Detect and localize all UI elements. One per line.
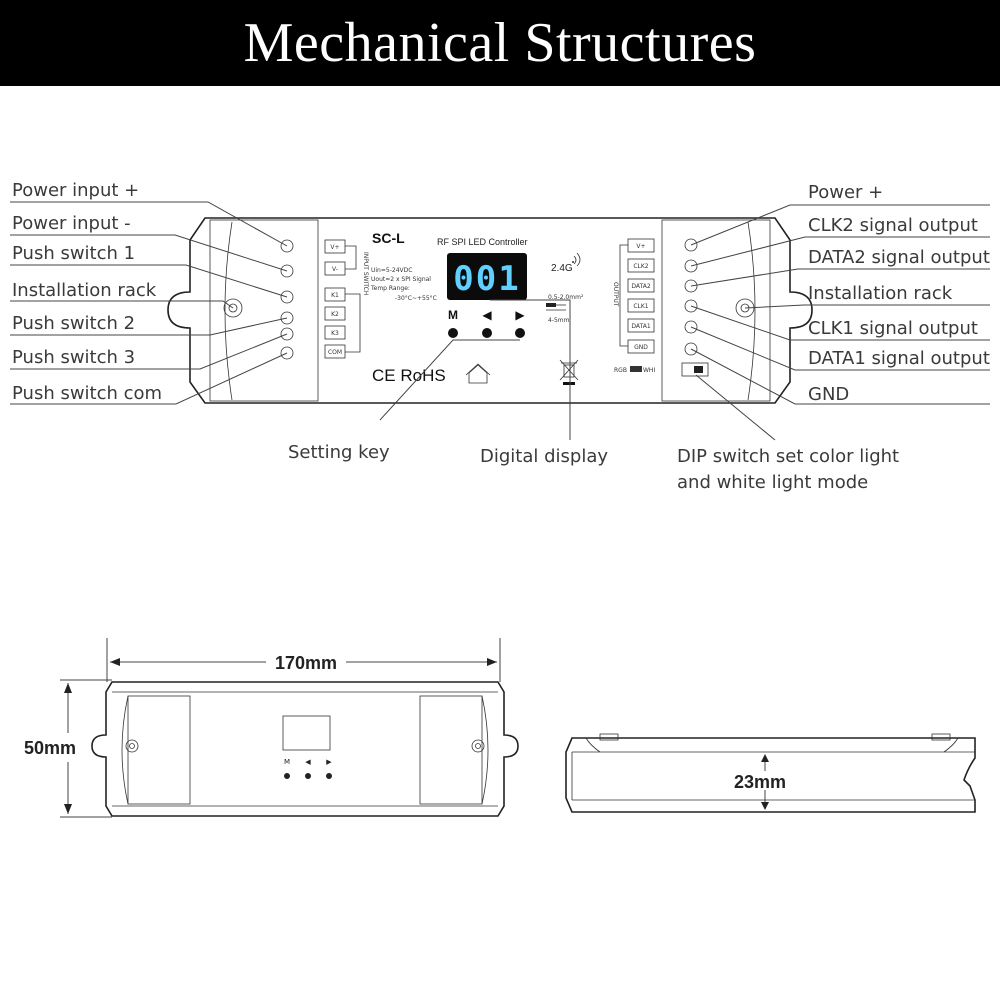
side-view: 23mm [565, 733, 976, 813]
page-title: Mechanical Structures [243, 12, 757, 74]
label-power-input-minus: Power input - [12, 213, 131, 234]
key-label: ◀ [482, 308, 492, 322]
device-body [167, 217, 813, 404]
digital-display [447, 253, 527, 300]
wire-spec: 4-5mm [548, 317, 570, 324]
spec-line: -30°C~+55°C [395, 295, 437, 302]
label-digital-display: Digital display [480, 446, 608, 467]
front-key-button [305, 773, 311, 779]
wire-spec: 0.5-2.0mm² [548, 294, 584, 301]
spec-line: Temp Range: [370, 285, 410, 292]
wireless-signal-icon [572, 252, 581, 267]
output-terminal-cover [661, 219, 771, 402]
input-side-label: INPUT SWITCH [362, 252, 369, 295]
label-clk1-signal-output: CLK1 signal output [808, 318, 978, 339]
input-terminal-cover [209, 219, 319, 402]
right-callouts: Power + CLK2 signal output DATA2 signal … [690, 182, 990, 405]
dip-switch-icon [681, 362, 709, 377]
output-terminal-boxes: V+ CLK2 DATA2 CLK1 DATA1 GND OUTPUT [612, 238, 655, 354]
dimension-width: 50mm [24, 738, 76, 758]
output-terminal-label: DATA2 [631, 283, 650, 290]
output-terminal-label: CLK2 [633, 263, 648, 270]
front-key-label: ▶ [326, 758, 332, 766]
side-view-body [565, 737, 976, 813]
input-terminal-label: V+ [330, 244, 339, 251]
label-push-switch-1: Push switch 1 [12, 243, 135, 264]
weee-bin-icon [559, 359, 579, 385]
front-screw-left-icon [125, 739, 139, 753]
label-gnd: GND [808, 384, 849, 405]
home-icon [465, 363, 491, 384]
label-data1-signal-output: DATA1 signal output [808, 348, 990, 369]
label-installation-rack-right: Installation rack [808, 283, 953, 304]
input-terminal-label: V- [332, 266, 338, 273]
label-dip-switch-line1: DIP switch set color light [677, 446, 899, 467]
right-terminal-holes [684, 238, 698, 356]
label-push-switch-2: Push switch 2 [12, 313, 135, 334]
front-key-label: M [284, 758, 290, 766]
spec-line: Uout=2 x SPI Signal [371, 276, 431, 283]
front-view: 170mm 50mm M ◀ ▶ [24, 638, 519, 818]
output-terminal-label: V+ [636, 243, 645, 250]
device-name: RF SPI LED Controller [437, 237, 528, 247]
input-terminal-label: COM [328, 349, 342, 356]
side-nub-icon [599, 733, 951, 741]
output-terminal-label: GND [634, 344, 648, 351]
key-left-button [482, 328, 492, 338]
left-terminal-holes [280, 239, 294, 360]
dip-right-label: WHI [643, 367, 655, 374]
key-m-button [448, 328, 458, 338]
input-terminal-boxes: V+ V- K1 K2 K3 COM INPUT SWITCH [324, 239, 369, 359]
display-digits: 001 [453, 259, 520, 299]
front-key-button [326, 773, 332, 779]
key-label: M [448, 308, 458, 322]
label-setting-key: Setting key [288, 442, 390, 463]
label-data2-signal-output: DATA2 signal output [808, 247, 990, 268]
mount-screw-left-icon [223, 298, 243, 318]
key-label: ▶ [515, 308, 525, 322]
input-terminal-label: K2 [331, 311, 339, 318]
front-key-label: ◀ [305, 758, 311, 766]
label-clk2-signal-output: CLK2 signal output [808, 215, 978, 236]
front-view-body [91, 681, 519, 817]
device-model: SC-L [372, 230, 405, 246]
output-side-label: OUTPUT [612, 282, 619, 307]
front-display-window [282, 715, 331, 751]
label-dip-switch-line2: and white light mode [677, 472, 868, 493]
bottom-callouts: Setting key Digital display DIP switch s… [288, 299, 899, 493]
label-power-plus: Power + [808, 182, 883, 203]
wireless-label: 2.4G [551, 263, 573, 274]
input-terminal-label: K1 [331, 292, 339, 299]
top-device: V+ V- K1 K2 K3 COM INPUT SWITCH V+ CLK2 … [167, 217, 813, 404]
output-terminal-label: CLK1 [633, 303, 648, 310]
label-installation-rack-left: Installation rack [12, 280, 157, 301]
certification-mark: CE RoHS [372, 366, 446, 385]
front-screw-right-icon [471, 739, 485, 753]
dimension-length: 170mm [275, 653, 337, 673]
label-push-switch-com: Push switch com [12, 383, 162, 404]
output-terminal-label: DATA1 [631, 323, 650, 330]
dimension-height: 23mm [734, 772, 786, 792]
title-banner: Mechanical Structures [0, 0, 1000, 86]
left-callouts: Power input + Power input - Push switch … [10, 180, 288, 405]
label-power-input-plus: Power input + [12, 180, 139, 201]
input-terminal-label: K3 [331, 330, 339, 337]
dip-left-label: RGB [614, 367, 627, 374]
dip-switch-marker [630, 366, 642, 372]
wire-strip-icon [546, 303, 566, 311]
front-key-button [284, 773, 290, 779]
label-push-switch-3: Push switch 3 [12, 347, 135, 368]
spec-line: Uin=5-24VDC [371, 267, 412, 274]
key-right-button [515, 328, 525, 338]
